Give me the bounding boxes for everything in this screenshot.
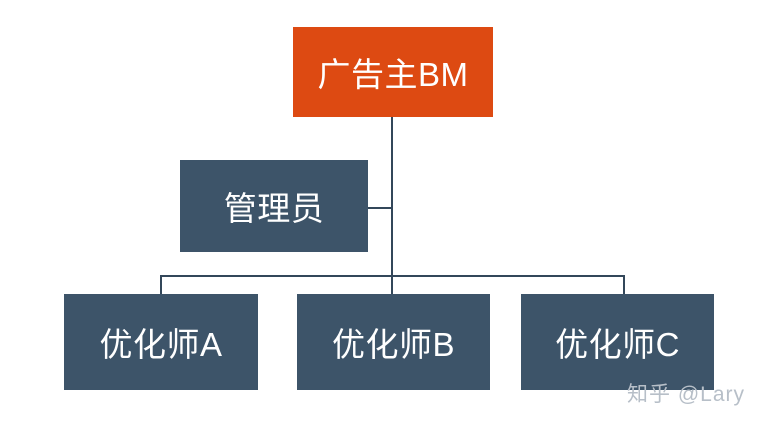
node-optimizer-b[interactable]: 优化师B	[297, 294, 490, 390]
node-manager-label: 管理员	[223, 190, 325, 227]
node-advertiser-bm[interactable]: 广告主BM	[293, 27, 493, 117]
node-optimizer-a-label: 优化师A	[99, 326, 223, 363]
connector-drop-optimizer-a	[160, 275, 162, 294]
node-optimizer-c-label: 优化师C	[555, 326, 680, 363]
connector-manager-stub	[368, 207, 392, 209]
node-optimizer-b-label: 优化师B	[331, 326, 455, 363]
node-optimizer-a[interactable]: 优化师A	[64, 294, 258, 390]
node-optimizer-c[interactable]: 优化师C	[521, 294, 714, 390]
node-manager[interactable]: 管理员	[180, 160, 368, 252]
connector-drop-optimizer-b	[391, 275, 393, 294]
connector-drop-optimizer-c	[623, 275, 625, 294]
connector-root-to-children	[391, 117, 393, 276]
node-advertiser-bm-label: 广告主BM	[317, 56, 469, 93]
